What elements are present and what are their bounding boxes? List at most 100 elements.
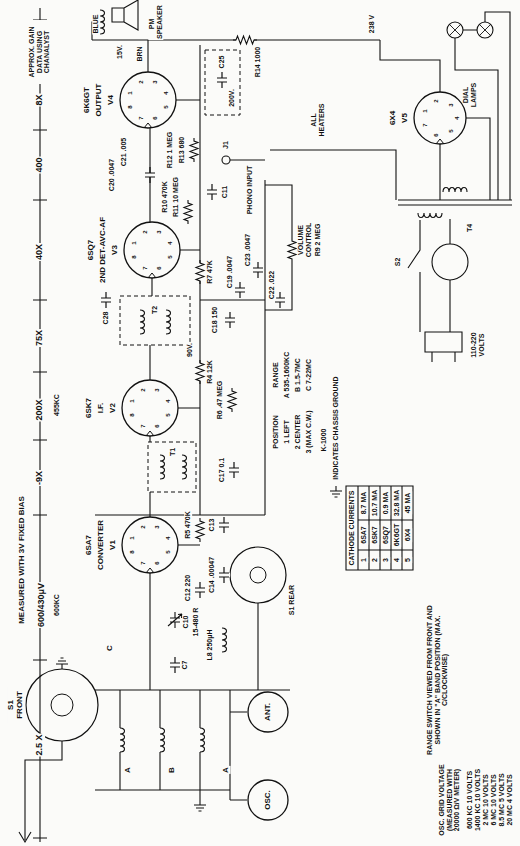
tube-envelope <box>120 72 176 128</box>
range-switch-rear-wafer <box>230 547 286 603</box>
pin-number: 1 <box>129 399 136 402</box>
callout-label: S1 REAR <box>288 584 296 616</box>
callout-label: C 7-22MC <box>305 358 313 392</box>
callout-label: 200V. <box>228 88 236 108</box>
resistor-symbol <box>233 35 257 45</box>
callout-label: 20 MC 4 VOLTS <box>506 773 514 826</box>
pin-number: 6 <box>154 424 161 427</box>
ground-symbol <box>330 486 342 497</box>
callout-label: T4 <box>466 223 474 233</box>
tube-label: V2 <box>109 402 118 414</box>
if-coil <box>139 310 147 334</box>
pin-number: 8 <box>129 551 136 554</box>
coil-socket-node: OSC. <box>247 779 289 821</box>
capacitor-symbol <box>234 282 246 298</box>
pin-number: 1 <box>129 536 136 539</box>
callout-label: B <box>168 766 177 774</box>
tube-outline <box>79 516 179 574</box>
tube-node: 6K6GTOUTPUTV4 <box>77 71 177 129</box>
callout-label: 2 <box>371 557 379 563</box>
pin-number: 5 <box>162 106 169 109</box>
callout-label: ALL HEATERS <box>310 102 325 138</box>
callout-label: 4 <box>393 557 401 563</box>
capacitor-symbol <box>206 184 218 200</box>
tube-label: V4 <box>107 94 116 106</box>
callout-label: 2 CENTER <box>294 414 302 451</box>
tube-node: 6SQ72ND DET-AVC-AFV3 <box>81 213 181 287</box>
lamp-filaments <box>449 24 491 36</box>
callout-label: C22 .022 <box>268 270 276 300</box>
pin-number: 6 <box>152 116 159 119</box>
callout-label: 600KC <box>53 593 61 617</box>
rf-coil <box>159 728 167 752</box>
pin-number: 8 <box>127 106 134 109</box>
callout-label: BRN <box>136 45 144 62</box>
callout-label: C23 .0047 <box>244 233 252 267</box>
capacitor-symbol <box>216 72 228 88</box>
callout-label: C18 150 <box>211 306 219 334</box>
volume-control <box>287 238 297 262</box>
coil-socket-node: ANT. <box>247 691 289 733</box>
callout-label: 6SQ7 <box>382 525 390 545</box>
tube-label: ANT. <box>264 702 273 722</box>
pin-number: 7 <box>139 424 146 427</box>
pin-number: 5 <box>447 130 454 133</box>
callout-label: C11 <box>221 185 229 199</box>
callout-label: C20 .0047 <box>108 158 116 192</box>
pin-number: 4 <box>164 399 171 402</box>
oscillator-coil <box>221 628 229 652</box>
tube-node: 6SA7CONVERTERV1 <box>79 516 179 574</box>
rf-coil <box>199 728 207 752</box>
callout-label: 3 (MAX C.W.) <box>305 409 313 454</box>
callout-label: 45 MA <box>404 492 412 515</box>
callout-label: R13 680 <box>178 136 186 164</box>
callout-label: CATHODE CURRENTS <box>348 490 356 567</box>
pin-number: 5 <box>164 414 171 417</box>
callout-label: PHONO INPUT <box>246 165 254 216</box>
callout-label: C14 .00047 <box>208 556 216 594</box>
power-transformer-winding <box>443 185 467 193</box>
pin-number: 2 <box>141 231 148 234</box>
callout-label: MEASURED WITH 3V FIXED BIAS <box>18 495 27 625</box>
callout-label: 400 <box>35 156 45 173</box>
callout-label: R5 470K <box>184 510 192 540</box>
tube-label: 6SK7 <box>85 397 94 419</box>
callout-label: 15-480 R <box>192 607 200 638</box>
tube-envelope <box>248 692 288 732</box>
callout-label: 40X <box>35 243 45 261</box>
callout-label: C19 .0047 <box>226 255 234 289</box>
callout-label: 32.8 MA <box>393 489 401 517</box>
tube-label: 6K6GT <box>83 86 92 114</box>
callout-label: 10.7 MA <box>371 489 379 517</box>
callout-label: R14 1000 <box>254 46 262 78</box>
tube-envelope <box>124 222 180 278</box>
tube-label: 6SA7 <box>85 534 94 556</box>
capacitor-symbol <box>100 292 112 308</box>
callout-label: C21 .005 <box>120 137 128 167</box>
callout-label: 200X <box>35 398 45 421</box>
capacitor-symbol <box>218 517 230 533</box>
callout-label: 110-220 VOLTS <box>470 319 485 371</box>
pin-number: 7 <box>421 124 428 127</box>
callout-label: INDICATES CHASSIS GROUND <box>332 375 340 480</box>
callout-label: L8 250μH <box>206 628 214 661</box>
resistor-symbol <box>195 518 205 542</box>
output-transformer <box>99 10 107 34</box>
pin-number: 5 <box>166 256 173 259</box>
pin-number: 1 <box>421 109 428 112</box>
shields <box>120 50 240 492</box>
callout-label: S2 <box>394 257 402 268</box>
callout-label: 238 V <box>368 14 376 34</box>
callout-label: 1 LEFT <box>283 419 291 444</box>
if-coil <box>165 310 173 334</box>
pin-number: 2 <box>139 389 146 392</box>
pin-number: 8 <box>129 414 136 417</box>
tube-outline <box>79 379 179 437</box>
callout-label: POSITION <box>272 414 280 449</box>
range-switch-front-wafer <box>26 669 98 741</box>
callout-label: C17 0.1 <box>218 457 226 484</box>
capacitor-symbol <box>224 312 236 328</box>
rf-coil <box>119 728 127 752</box>
tube-key <box>146 568 154 573</box>
